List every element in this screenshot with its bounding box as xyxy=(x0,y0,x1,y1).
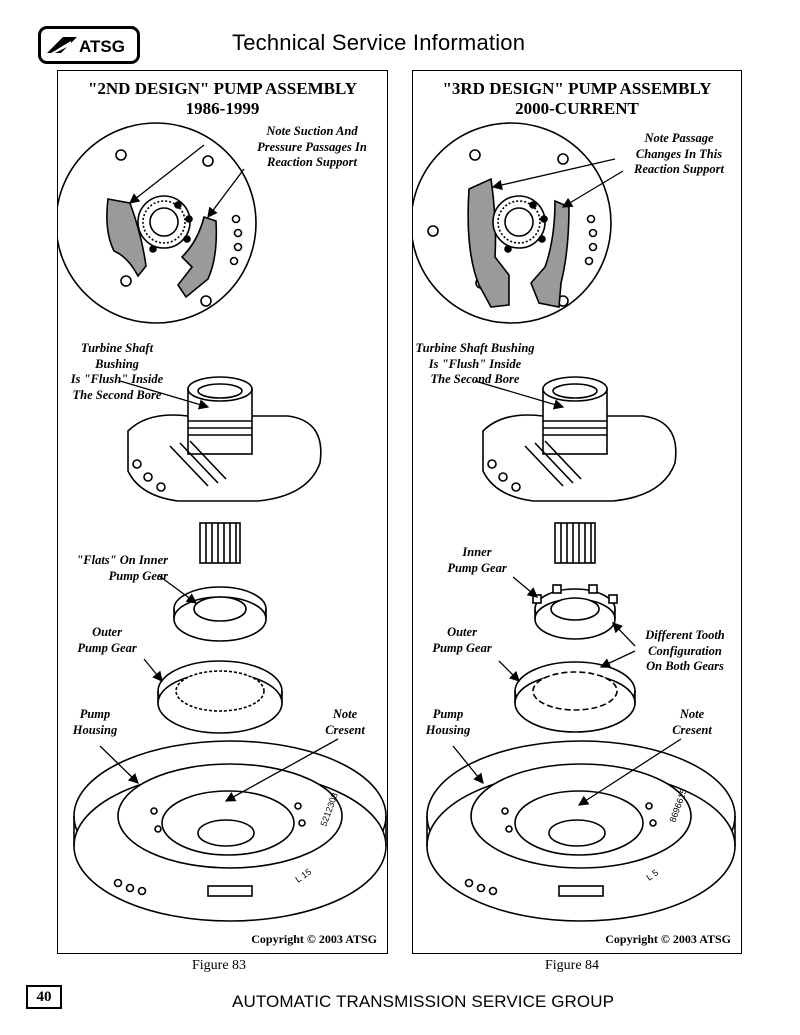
right-panel-years: 2000-CURRENT xyxy=(515,99,639,118)
right-note-outer-gear: Outer Pump Gear xyxy=(432,625,492,655)
figure-83-panel: "2ND DESIGN" PUMP ASSEMBLY 1986-1999 xyxy=(57,70,388,954)
left-note-cresent: Note Cresent xyxy=(325,707,365,737)
atsg-logo: ATSG xyxy=(38,26,140,64)
right-pump-illustration: 8696615 L 5 xyxy=(413,122,736,922)
left-note-turbine-bushing: Turbine Shaft Bushing Is "Flush" Inside … xyxy=(70,341,164,402)
right-note-passage-changes: Note Passage Changes In This Reaction Su… xyxy=(634,131,724,176)
right-note-turbine-bushing: Turbine Shaft Bushing Is "Flush" Inside … xyxy=(415,341,535,386)
footer-text: AUTOMATIC TRANSMISSION SERVICE GROUP xyxy=(232,992,615,1011)
right-note-tooth-configuration: Different Tooth Configuration On Both Ge… xyxy=(645,628,725,673)
right-note-pump-housing: Pump Housing xyxy=(425,707,471,737)
left-note-pump-housing: Pump Housing xyxy=(72,707,118,737)
right-inner-gear xyxy=(512,576,618,640)
figure-84-panel: "3RD DESIGN" PUMP ASSEMBLY 2000-CURRENT xyxy=(412,70,742,954)
left-pump-body xyxy=(119,376,322,564)
figure-84-caption: Figure 84 xyxy=(545,958,600,973)
figure-83-caption: Figure 83 xyxy=(192,958,247,973)
right-note-cresent: Note Cresent xyxy=(672,707,712,737)
right-reaction-support xyxy=(413,122,624,324)
right-panel-title: "3RD DESIGN" PUMP ASSEMBLY xyxy=(442,79,712,98)
left-note-inner-gear-flats: "Flats" On Inner Pump Gear xyxy=(76,553,168,583)
right-note-inner-gear: Inner Pump Gear xyxy=(447,545,507,575)
page-title: Technical Service Information xyxy=(232,30,526,55)
left-pump-illustration: 5212308 L 15 xyxy=(58,122,387,922)
left-note-suction-passages: Note Suction And Pressure Passages In Re… xyxy=(257,124,367,169)
left-reaction-support xyxy=(58,122,257,324)
right-pump-housing: 8696615 L 5 xyxy=(426,738,736,922)
logo-text: ATSG xyxy=(79,37,125,56)
page-number: 40 xyxy=(26,985,62,1009)
left-pump-housing: 5212308 L 15 xyxy=(73,738,387,922)
left-note-outer-gear: Outer Pump Gear xyxy=(77,625,137,655)
left-outer-gear xyxy=(143,658,283,734)
left-inner-gear xyxy=(157,574,267,642)
left-panel-title: "2ND DESIGN" PUMP ASSEMBLY xyxy=(87,79,358,98)
atsg-logo-mark: ATSG xyxy=(47,37,125,56)
right-copyright: Copyright © 2003 ATSG xyxy=(605,932,731,946)
left-copyright: Copyright © 2003 ATSG xyxy=(251,932,377,946)
right-pump-body xyxy=(474,376,677,564)
left-panel-years: 1986-1999 xyxy=(185,99,260,118)
right-outer-gear xyxy=(498,622,636,733)
